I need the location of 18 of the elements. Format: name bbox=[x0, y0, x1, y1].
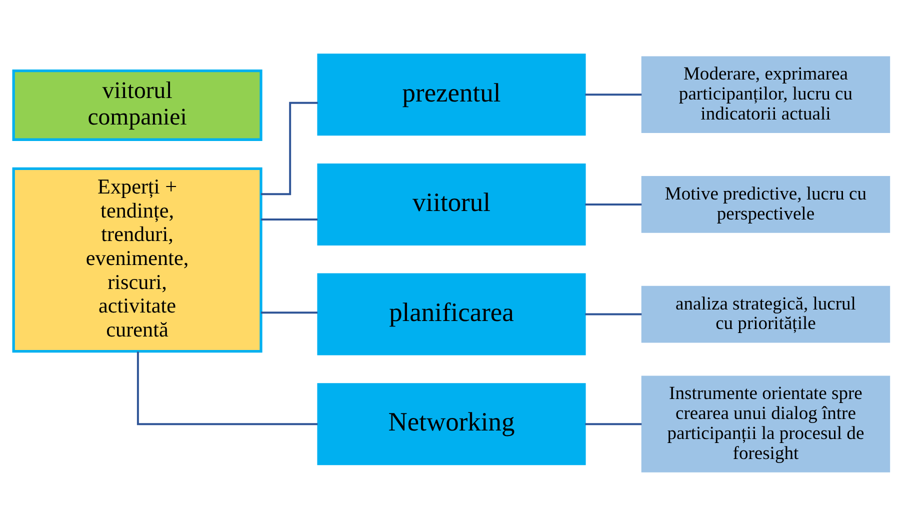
node-box: Moderare, exprimarea participanților, lucru cu indicatorii actuali bbox=[641, 56, 890, 134]
connector bbox=[585, 313, 642, 316]
connector bbox=[136, 352, 318, 426]
connector bbox=[261, 312, 318, 314]
node-box: Experți + tendințe, trenduri, evenimente, riscuri, activitate curentă bbox=[12, 167, 262, 353]
node-box: viitorul companiei bbox=[12, 70, 262, 141]
node-box: Motive predictive, lucru cu perspectivele bbox=[641, 176, 890, 233]
connector bbox=[585, 94, 642, 96]
connector bbox=[585, 423, 642, 426]
node-box: planificarea bbox=[317, 273, 586, 356]
node-box: Networking bbox=[317, 383, 586, 466]
connector bbox=[585, 203, 642, 206]
connector bbox=[260, 102, 318, 196]
node-box: viitorul bbox=[317, 163, 586, 246]
node-box: Instrumente orientate spre crearea unui dialog între participanții la procesul de foresight bbox=[641, 376, 890, 472]
node-box: prezentul bbox=[317, 54, 586, 136]
node-box: analiza strategică, lucrul cu prioritățile bbox=[641, 286, 890, 343]
connector bbox=[261, 218, 318, 220]
